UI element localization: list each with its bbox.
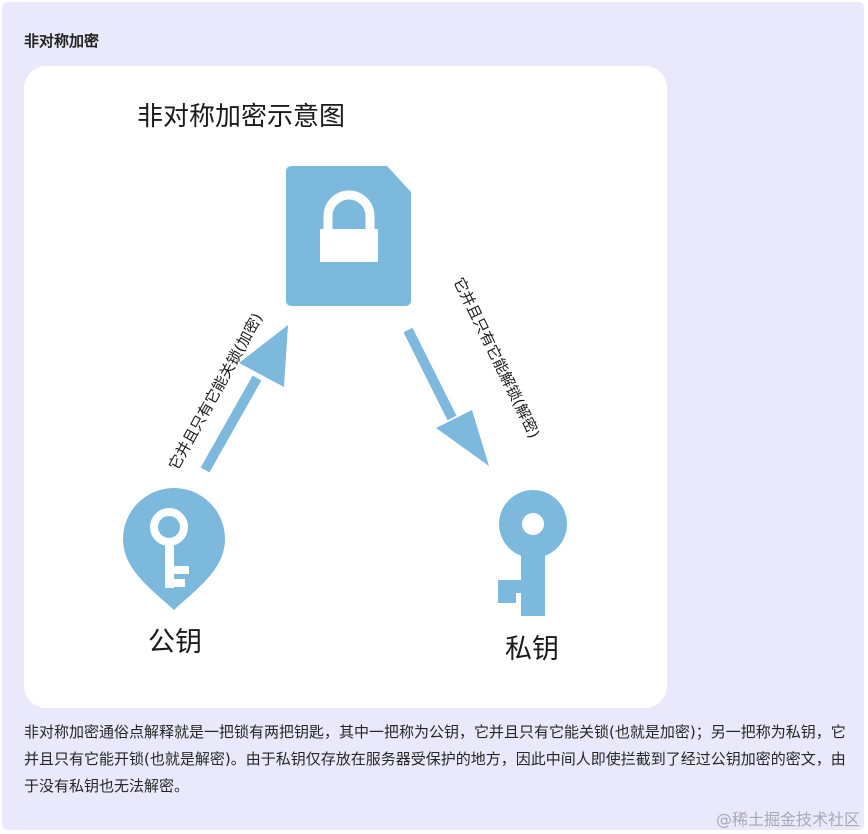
description-paragraph: 非对称加密通俗点解释就是一把锁有两把钥匙，其中一把称为公钥，它并且只有它能关锁(… [24, 723, 846, 795]
private-key-icon [498, 490, 567, 616]
asymmetric-encryption-diagram: 非对称加密示意图 它并且只有它能关锁(加密) 它并且只有它能解锁(解密) [123, 102, 567, 665]
section-title: 非对称加密 [24, 32, 100, 50]
arrow-up-right-icon [200, 325, 288, 473]
public-key-label: 公钥 [148, 627, 202, 658]
public-key-icon [123, 488, 225, 610]
diagram-title: 非对称加密示意图 [137, 102, 345, 132]
lock-document-icon [286, 166, 411, 306]
watermark: @稀土掘金技术社区 [715, 810, 860, 829]
arrow-down-right-icon [403, 327, 489, 466]
diagram-card: 非对称加密示意图 它并且只有它能关锁(加密) 它并且只有它能解锁(解密) [24, 66, 667, 708]
private-key-label: 私钥 [505, 634, 559, 665]
